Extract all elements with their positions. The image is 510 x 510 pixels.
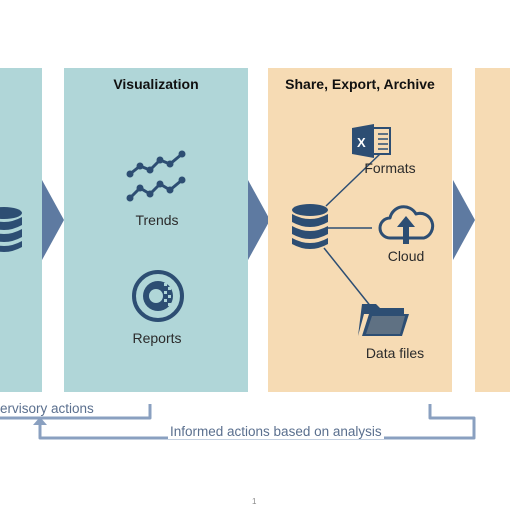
reports-label: Reports (132, 330, 182, 346)
informed-actions-text: Informed actions based on analysis (168, 424, 384, 439)
database-icon-left (0, 207, 22, 252)
trends-label: Trends (135, 212, 179, 228)
visualization-panel: Visualization (64, 68, 248, 392)
feedback-lines (0, 404, 476, 440)
trend-lines-icon (126, 150, 186, 202)
database-icon (292, 204, 328, 249)
supervisory-actions-text: ervisory actions (0, 401, 94, 416)
share-export-title: Share, Export, Archive (285, 76, 435, 92)
excel-file-icon: X (352, 124, 391, 158)
flow-arrow-3 (453, 180, 475, 260)
report-chart-icon (132, 270, 184, 322)
cloud-upload-icon (378, 205, 435, 244)
flow-arrow-2 (248, 180, 270, 260)
flow-arrow-1 (42, 180, 64, 260)
right-partial-panel (475, 68, 510, 392)
svg-text:X: X (357, 135, 366, 150)
cloud-label: Cloud (387, 248, 425, 264)
formats-label: Formats (364, 160, 416, 176)
data-files-label: Data files (365, 345, 425, 361)
page-number: 1 (252, 497, 257, 506)
connector-lines (323, 153, 381, 309)
visualization-title: Visualization (113, 76, 199, 92)
folder-icon (358, 304, 409, 336)
